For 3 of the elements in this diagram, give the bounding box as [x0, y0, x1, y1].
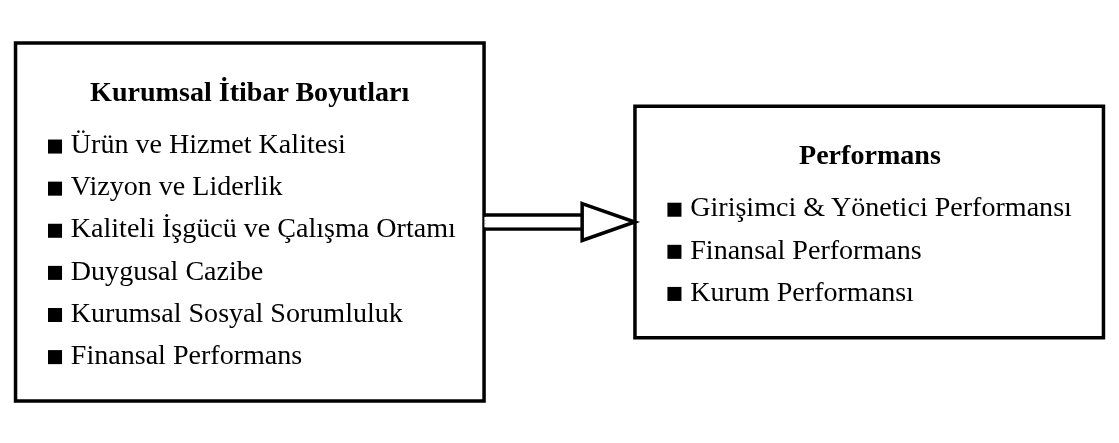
node-box: Performans Girişimci & Yönetici Performansı Finansal Performans Kurum Performansı [633, 103, 1106, 340]
arrow [484, 200, 641, 243]
node-box: Kurumsal İtibar Boyutları Ürün ve Hizmet Kalitesi Vizyon ve Liderlik Kaliteli İşgücü ve Çalışma Ortamı Duygusal Cazibe Kurumsal Sosyal Sorumluluk Finansal Performans [13, 40, 486, 403]
